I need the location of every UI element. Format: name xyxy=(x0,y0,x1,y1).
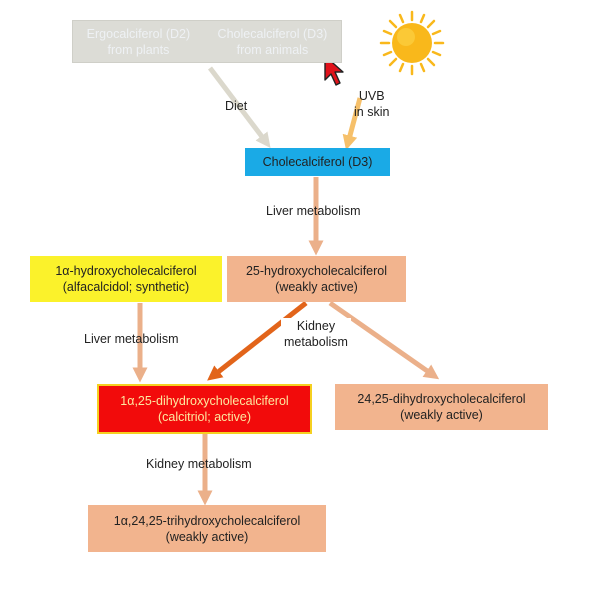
arrow-uvb xyxy=(342,97,363,151)
liver-metabolism-text-1: Liver metabolism xyxy=(266,204,361,218)
cholecalciferol-origin: from animals xyxy=(236,42,309,57)
calcitriol-line1: 1α,25-dihydroxycholecalciferol xyxy=(120,394,289,408)
kidney-metabolism-text-2: Kidney metabolism xyxy=(146,457,252,471)
hydroxy25-line1: 25-hydroxycholecalciferol xyxy=(245,264,388,278)
cholecalciferol-source: Cholecalciferol (D3) from animals xyxy=(218,26,328,58)
ergocalciferol-source: Ergocalciferol (D2) from plants xyxy=(87,26,191,58)
diet-label-text: Diet xyxy=(225,99,248,113)
dihydroxy2425-line2: (weakly active) xyxy=(400,408,483,422)
kidney-metabolism-line2: metabolism xyxy=(284,335,348,349)
calcitriol-box: 1α,25-dihydroxycholecalciferol (calcitri… xyxy=(97,384,312,434)
hydroxy25-line2: (weakly active) xyxy=(275,280,358,294)
alfacalcidol-line1: 1α-hydroxycholecalciferol xyxy=(55,264,197,278)
liver-metabolism-label-2: Liver metabolism xyxy=(84,331,178,347)
diet-label: Diet xyxy=(225,98,247,114)
trihydroxy-line1: 1α,24,25-trihydroxycholecalciferol xyxy=(113,513,301,528)
liver-metabolism-text-2: Liver metabolism xyxy=(84,332,179,346)
kidney-metabolism-line1: Kidney xyxy=(296,319,336,333)
dihydroxy2425-box: 24,25-dihydroxycholecalciferol (weakly a… xyxy=(335,384,548,430)
ergocalciferol-origin: from plants xyxy=(107,42,170,57)
dietary-sources-box: Ergocalciferol (D2) from plants Cholecal… xyxy=(72,20,342,63)
trihydroxy-box: 1α,24,25-trihydroxycholecalciferol (weak… xyxy=(88,505,326,552)
hydroxy25-box: 25-hydroxycholecalciferol (weakly active… xyxy=(227,256,406,302)
mouse-cursor-icon xyxy=(324,55,344,86)
liver-metabolism-label-1: Liver metabolism xyxy=(266,203,360,219)
trihydroxy-line2: (weakly active) xyxy=(165,529,249,544)
kidney-metabolism-label-2: Kidney metabolism xyxy=(146,456,252,472)
arrow-25-to-calcitriol xyxy=(207,301,308,381)
cholecalciferol-d3-text: Cholecalciferol (D3) xyxy=(262,155,373,169)
cholecalciferol-label: Cholecalciferol (D3) xyxy=(217,26,328,41)
uvb-label-line1: UVB xyxy=(358,89,385,103)
alfacalcidol-box: 1α-hydroxycholecalciferol (alfacalcidol;… xyxy=(30,256,222,302)
cholecalciferol-d3-box: Cholecalciferol (D3) xyxy=(245,148,390,176)
sun-icon xyxy=(379,10,445,76)
arrow-25-to-2425 xyxy=(328,300,440,380)
dihydroxy2425-line1: 24,25-dihydroxycholecalciferol xyxy=(357,392,526,406)
arrow-diet xyxy=(208,66,271,148)
calcitriol-line2: (calcitriol; active) xyxy=(157,410,252,424)
ergocalciferol-label: Ergocalciferol (D2) xyxy=(86,26,191,41)
uvb-label-line2: in skin xyxy=(354,105,390,119)
uvb-label: UVB in skin xyxy=(354,88,389,120)
alfacalcidol-line2: (alfacalcidol; synthetic) xyxy=(62,280,190,294)
kidney-metabolism-label-1: Kidney metabolism xyxy=(281,318,351,350)
